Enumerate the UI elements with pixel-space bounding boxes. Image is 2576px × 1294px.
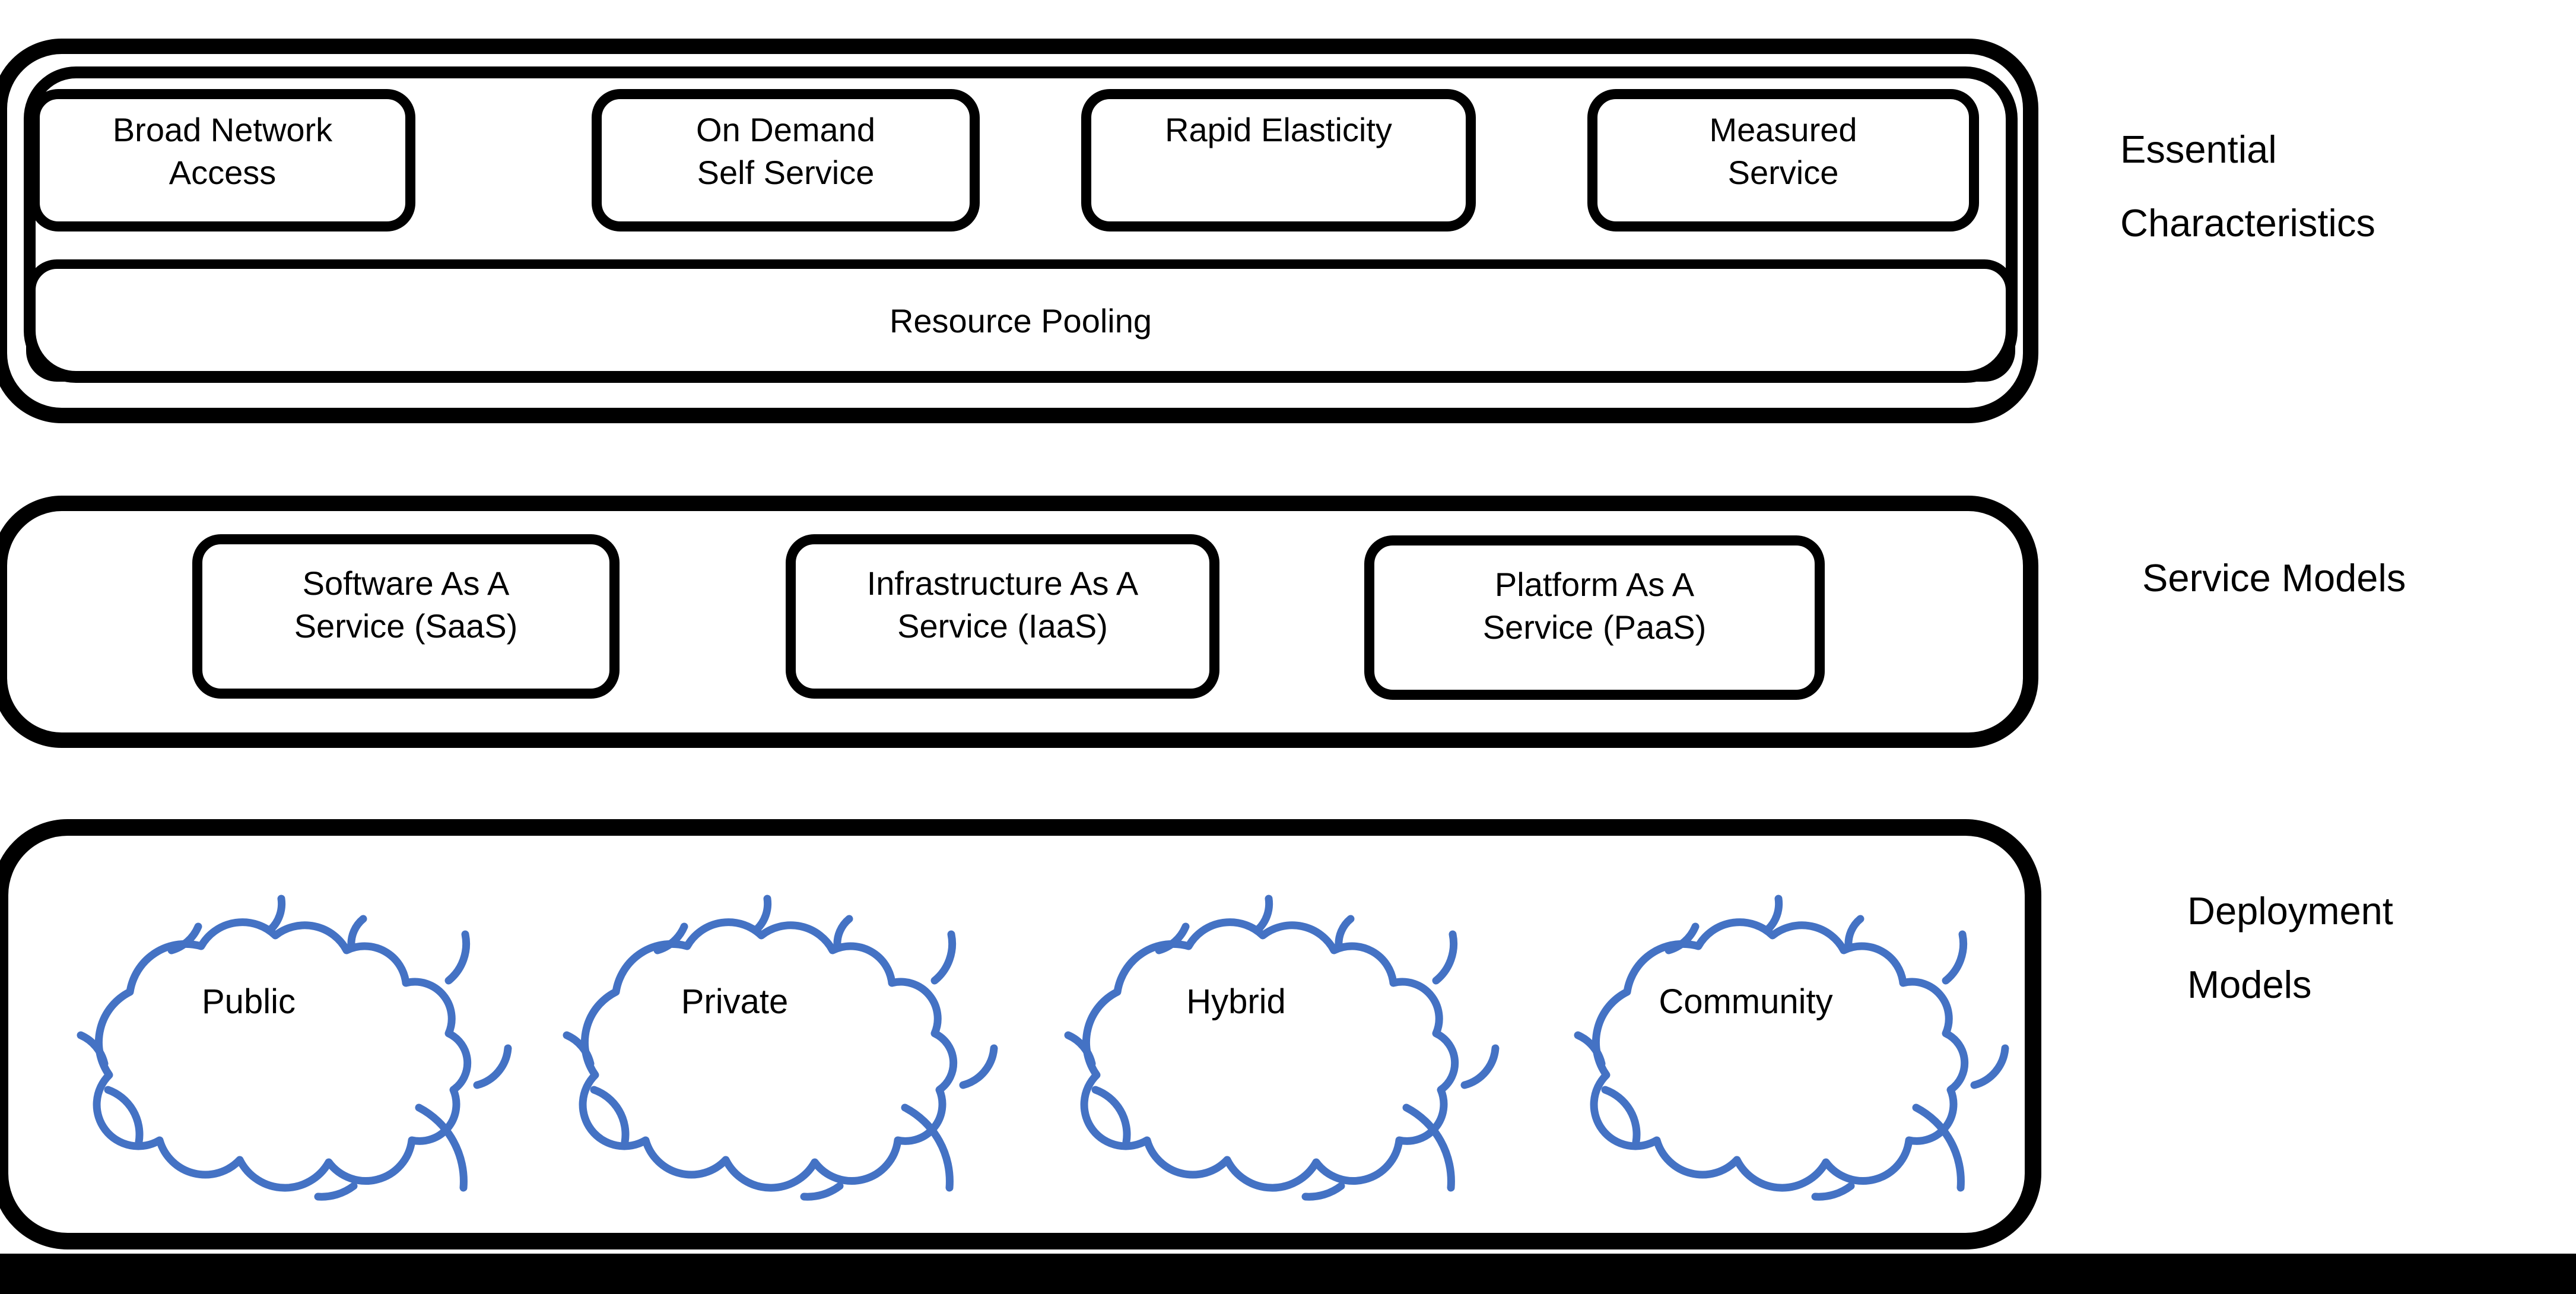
box-label-line: Self Service xyxy=(697,154,875,191)
box-label-line: Access xyxy=(169,154,277,191)
box-label-line: Service (SaaS) xyxy=(294,607,518,645)
box-label-line: Broad Network xyxy=(112,111,333,148)
box-label-line: Resource Pooling xyxy=(889,302,1152,340)
cloud-seam-icon xyxy=(563,895,998,1201)
box-resource-pooling: Resource Pooling xyxy=(26,259,2015,382)
cloud-label: Public xyxy=(202,982,296,1021)
label-line: Service Models xyxy=(2142,556,2406,600)
box-iaas: Infrastructure As A Service (IaaS) xyxy=(786,534,1219,699)
bottom-black-bar xyxy=(0,1254,2576,1294)
box-label-line: Infrastructure As A xyxy=(866,564,1139,602)
deployment-models-section xyxy=(0,819,2041,1249)
private-cloud: Private xyxy=(536,894,999,1201)
cloud-seam-icon xyxy=(77,895,512,1201)
label-essential-characteristics: Essential Characteristics xyxy=(2120,113,2375,260)
label-line: Models xyxy=(2187,963,2312,1006)
cloud-outline-icon xyxy=(579,918,958,1192)
cloud-shape-icon xyxy=(1574,895,2009,1201)
community-cloud: Community xyxy=(1547,894,2010,1201)
box-label-line: Service (IaaS) xyxy=(897,607,1108,645)
box-label-line: Software As A xyxy=(302,564,510,602)
cloud-seam-icon xyxy=(1574,895,2009,1201)
box-on-demand-self-service: On Demand Self Service xyxy=(592,89,980,231)
essential-characteristics-section xyxy=(0,39,2038,423)
cloud-shape-icon xyxy=(563,895,998,1201)
box-label-line: Service (PaaS) xyxy=(1482,608,1707,646)
box-label-line: Service xyxy=(1727,154,1839,191)
box-label-line: On Demand xyxy=(696,111,875,148)
label-line: Deployment xyxy=(2187,889,2393,933)
box-rapid-elasticity: Rapid Elasticity xyxy=(1081,89,1476,231)
cloud-shape-icon xyxy=(77,895,512,1201)
cloud-label: Community xyxy=(1659,982,1833,1021)
label-service-models: Service Models xyxy=(2142,541,2406,615)
box-label-line: Measured xyxy=(1709,111,1857,148)
cloud-outline-icon xyxy=(1590,918,1969,1192)
box-saas: Software As A Service (SaaS) xyxy=(192,534,620,699)
box-measured-service: Measured Service xyxy=(1587,89,1979,231)
box-paas: Platform As A Service (PaaS) xyxy=(1364,535,1825,700)
cloud-seam-icon xyxy=(1064,895,1500,1201)
cloud-shape-icon xyxy=(1064,895,1500,1201)
label-deployment-models: Deployment Models xyxy=(2187,874,2393,1022)
box-broad-network-access: Broad Network Access xyxy=(30,89,415,231)
service-models-section xyxy=(0,496,2038,748)
label-line: Characteristics xyxy=(2120,201,2375,245)
hybrid-cloud: Hybrid xyxy=(1037,894,1500,1201)
label-line: Essential xyxy=(2120,128,2277,171)
public-cloud: Public xyxy=(50,894,513,1201)
box-label-line: Rapid Elasticity xyxy=(1165,111,1392,148)
cloud-outline-icon xyxy=(1080,918,1459,1192)
cloud-label: Hybrid xyxy=(1186,982,1286,1021)
cloud-label: Private xyxy=(681,982,789,1021)
cloud-outline-icon xyxy=(93,918,472,1192)
box-label-line: Platform As A xyxy=(1494,566,1695,603)
